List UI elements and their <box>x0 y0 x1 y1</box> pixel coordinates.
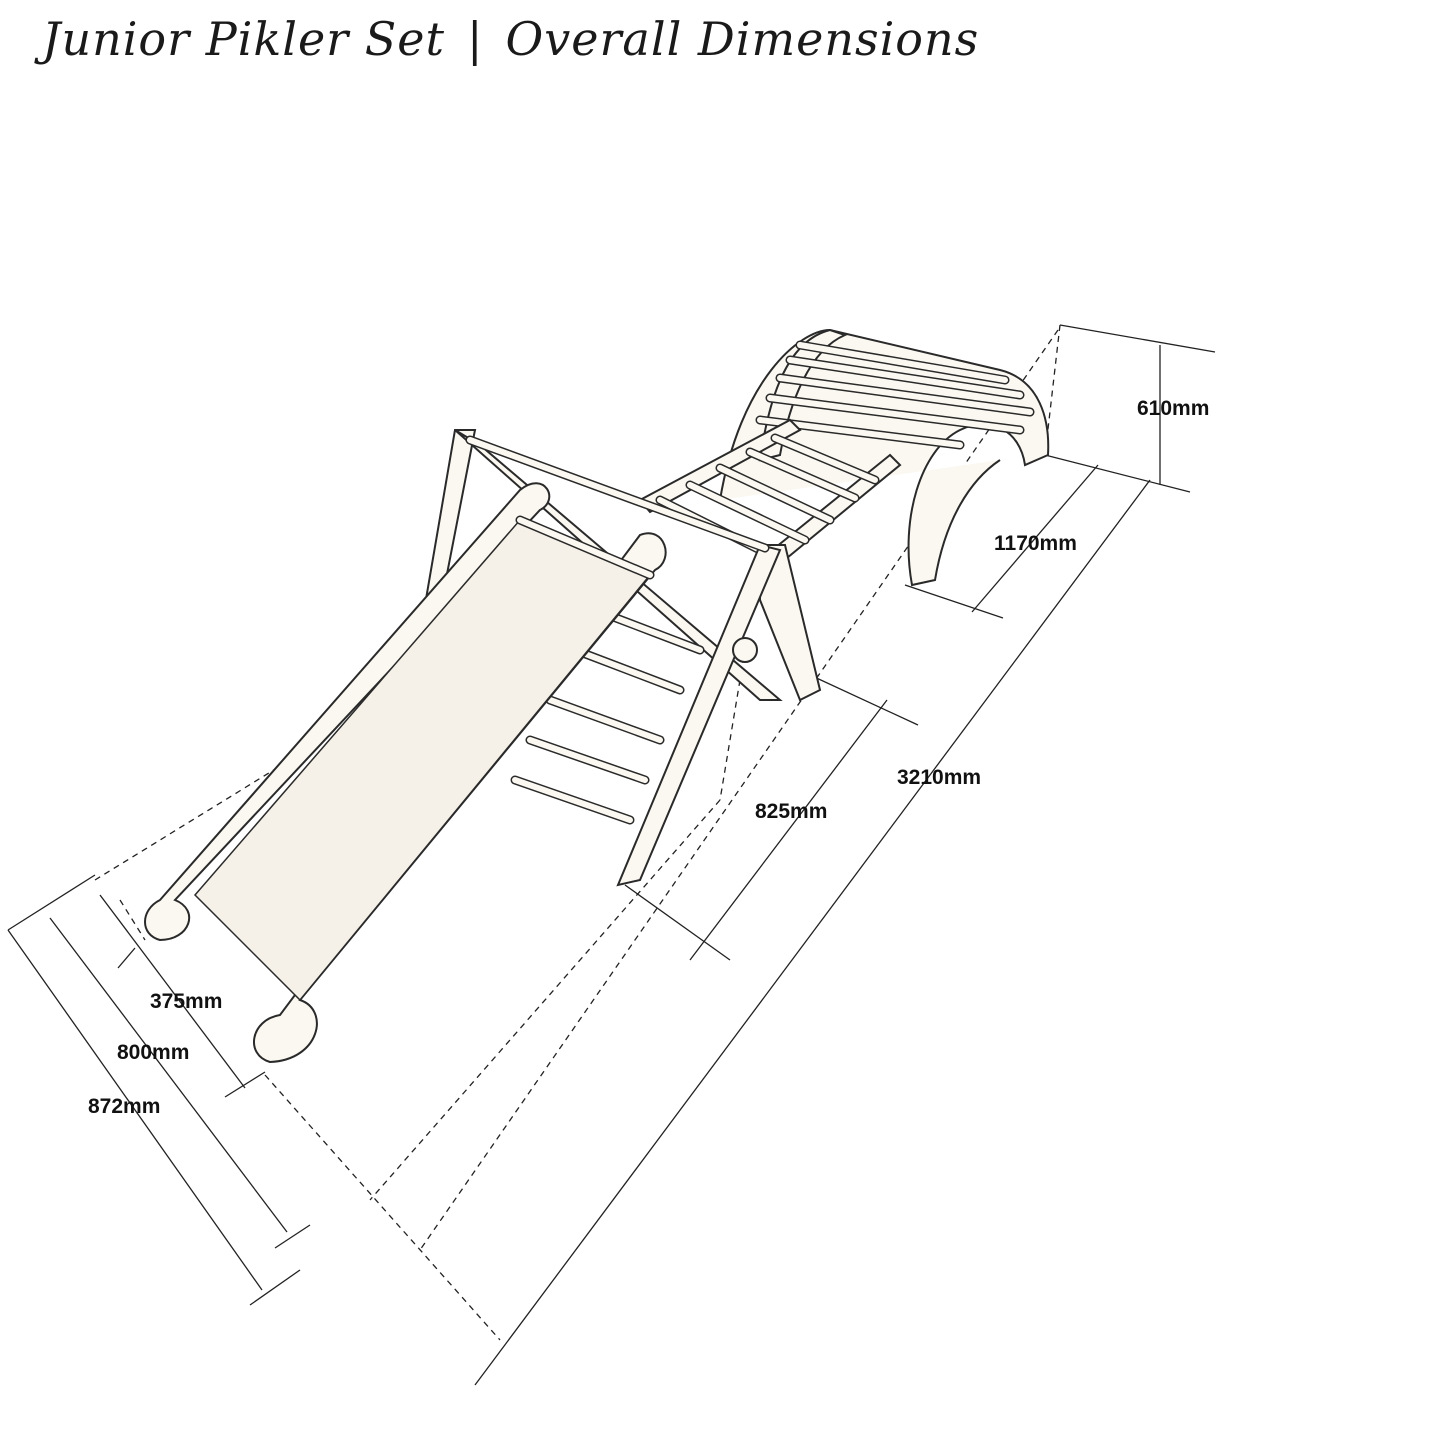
slide <box>144 482 667 1064</box>
title-product: Junior Pikler Set <box>42 12 446 66</box>
title-subtitle: Overall Dimensions <box>505 12 980 66</box>
dimension-triangle-width-label: 800mm <box>117 1041 190 1064</box>
dimension-total-length-label: 3210mm <box>897 766 982 789</box>
dimension-lines <box>7 324 1216 1386</box>
dimension-triangle-length-label: 825mm <box>755 800 828 823</box>
dimension-slide-width-label: 375mm <box>150 990 223 1013</box>
dimension-height-label: 610mm <box>1137 397 1210 420</box>
dimension-arch-length-label: 1170mm <box>994 532 1077 555</box>
dimension-overall-width-label: 872mm <box>88 1095 161 1118</box>
diagram-title: Junior Pikler Set | Overall Dimensions <box>42 12 979 66</box>
title-separator: | <box>467 12 484 66</box>
